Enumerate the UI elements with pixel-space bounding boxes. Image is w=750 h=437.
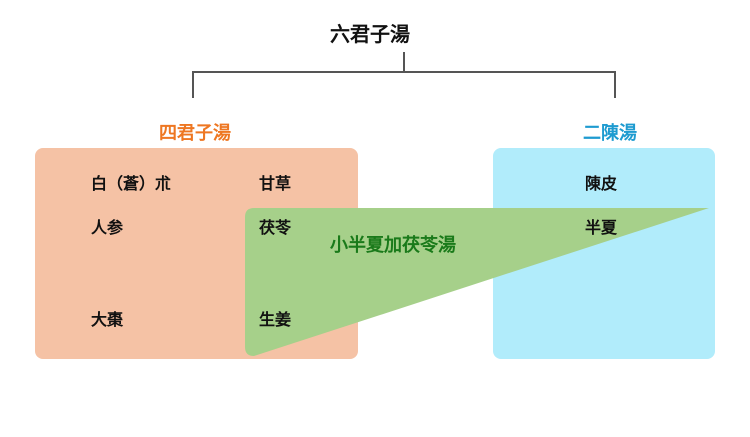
herb-hange: 半夏 [585, 218, 618, 237]
overlap-triangle [245, 208, 709, 356]
right-group-title: 二陳湯 [583, 123, 637, 144]
herb-ninjin: 人参 [91, 218, 124, 237]
root-formula-title: 六君子湯 [330, 22, 410, 46]
herb-chinpi: 陳皮 [585, 174, 618, 193]
herb-taiso: 大棗 [91, 310, 124, 329]
left-group-title: 四君子湯 [159, 123, 231, 144]
herb-bukuryo: 茯苓 [259, 218, 292, 237]
herb-shokyo: 生姜 [259, 310, 292, 329]
herb-byakujutsu: 白（蒼）朮 [91, 174, 172, 193]
overlap-formula-label: 小半夏加茯苓湯 [330, 235, 456, 256]
herb-kanzo: 甘草 [259, 174, 292, 193]
